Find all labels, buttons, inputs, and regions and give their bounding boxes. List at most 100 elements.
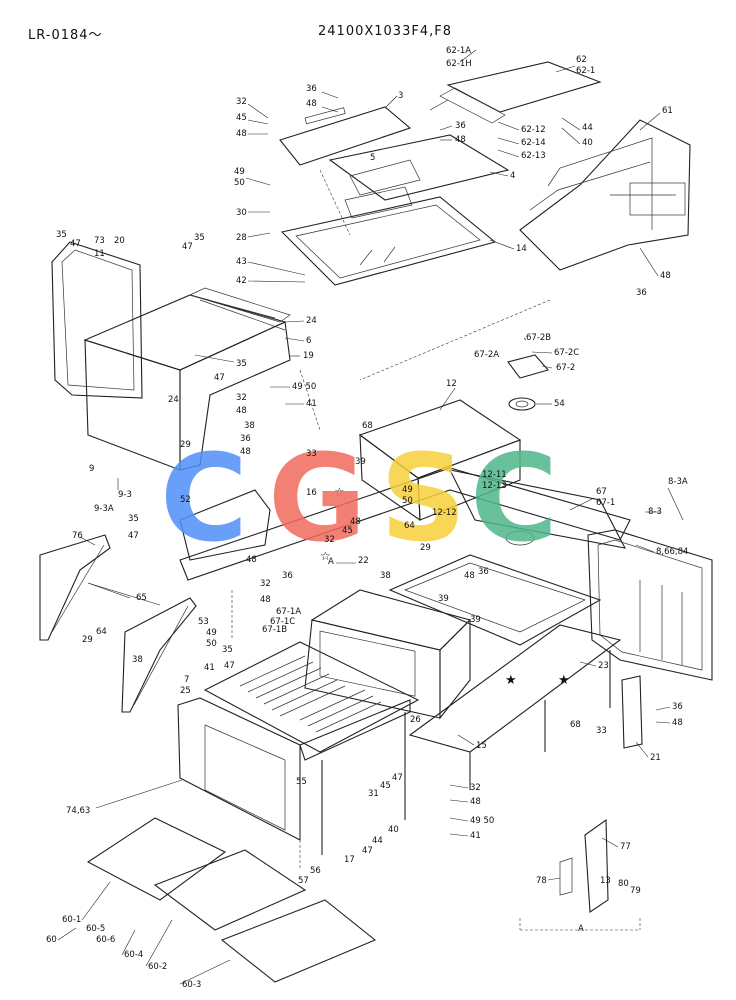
callout: 36 bbox=[636, 288, 647, 298]
callout: 73 bbox=[94, 236, 105, 246]
callout: 39 bbox=[470, 615, 481, 625]
callout: 32 bbox=[260, 579, 271, 589]
svg-text:★: ★ bbox=[505, 673, 517, 688]
callout: 57 bbox=[298, 876, 309, 886]
callout: A bbox=[578, 924, 584, 934]
callout: 33 bbox=[596, 726, 607, 736]
watermark-letter: G bbox=[268, 430, 367, 569]
line-art: ★ ★ ☆ ☆ bbox=[39, 61, 713, 983]
detail-a-bracket bbox=[584, 818, 609, 913]
catalog-number: LR-0184～ bbox=[28, 28, 103, 43]
callout: 12-11 bbox=[482, 470, 507, 480]
callout: 23 bbox=[598, 661, 609, 671]
callout: 25 bbox=[180, 686, 191, 696]
side-panel-73 bbox=[51, 241, 143, 399]
callout: 50 bbox=[402, 496, 413, 506]
callout: 39 bbox=[355, 457, 366, 467]
callout: 60-3 bbox=[182, 980, 201, 990]
callout: 28 bbox=[236, 233, 247, 243]
callout: 48 bbox=[260, 595, 271, 605]
callout: 56 bbox=[310, 866, 321, 876]
callout: 47 bbox=[392, 773, 403, 783]
model-number: 24100X1033F4,F8 bbox=[318, 24, 452, 39]
callout: 60-6 bbox=[96, 935, 115, 945]
frame-15 bbox=[408, 624, 622, 753]
callout: 3 bbox=[398, 91, 403, 101]
callout: 64 bbox=[404, 521, 415, 531]
callout: 49 bbox=[206, 628, 217, 638]
callout: 29 bbox=[82, 635, 93, 645]
callout: 19 bbox=[303, 351, 314, 361]
callout: 62-12 bbox=[521, 125, 546, 135]
callout: 78 bbox=[536, 876, 547, 886]
grate-7 bbox=[203, 641, 420, 753]
callout: 45 bbox=[380, 781, 391, 791]
callout: 41 bbox=[470, 831, 481, 841]
callout: 38 bbox=[380, 571, 391, 581]
callout: 38 bbox=[132, 655, 143, 665]
front-panel-74 bbox=[177, 697, 301, 841]
callout: 53 bbox=[198, 617, 209, 627]
callout: 29 bbox=[420, 543, 431, 553]
callout: 32 bbox=[236, 393, 247, 403]
callout: 62 bbox=[576, 55, 587, 65]
callout: 31 bbox=[368, 789, 379, 799]
callout: 32 bbox=[324, 535, 335, 545]
callout: 49 50 bbox=[470, 816, 494, 826]
callout: 49 50 bbox=[292, 382, 316, 392]
callout: 9-3A bbox=[94, 504, 114, 514]
callout: 67-1B bbox=[262, 625, 287, 635]
callout: 67-2 bbox=[556, 363, 575, 373]
callout: 32 bbox=[236, 97, 247, 107]
callout: 21 bbox=[650, 753, 661, 763]
floor-60-3 bbox=[220, 899, 377, 983]
callout: 60-4 bbox=[124, 950, 143, 960]
callout: 47 bbox=[224, 661, 235, 671]
grille-8 bbox=[587, 529, 713, 681]
callout: 17 bbox=[344, 855, 355, 865]
brace-65 bbox=[121, 597, 197, 713]
callout: 15 bbox=[476, 741, 487, 751]
callout: 62-1A bbox=[446, 46, 471, 56]
callout: A bbox=[328, 557, 334, 567]
callout: 49 bbox=[402, 485, 413, 495]
callout: 26 bbox=[410, 715, 421, 725]
callout: 48 bbox=[240, 447, 251, 457]
floor-60-1 bbox=[86, 817, 227, 901]
callout: 48 bbox=[470, 797, 481, 807]
callout: 67-2B bbox=[526, 333, 551, 343]
callout: 45 bbox=[236, 113, 247, 123]
callout: 52 bbox=[180, 495, 191, 505]
callout: 32 bbox=[470, 783, 481, 793]
callout: 50 bbox=[234, 178, 245, 188]
callout: 44 bbox=[582, 123, 593, 133]
callout: 67-1C bbox=[270, 617, 295, 627]
callout: 39 bbox=[438, 594, 449, 604]
callout: 48 bbox=[464, 571, 475, 581]
callout: 14 bbox=[516, 244, 527, 254]
callout: 9-3 bbox=[118, 490, 132, 500]
callout: 35 bbox=[222, 645, 233, 655]
watermark-letter: S bbox=[380, 430, 466, 569]
plate-52 bbox=[179, 489, 271, 561]
brace-76 bbox=[39, 534, 111, 641]
callouts: 62-1A 62-1H 62 62-1 36 48 3 32 45 48 36 … bbox=[46, 46, 688, 990]
callout: 48 bbox=[350, 517, 361, 527]
callout: 24 bbox=[306, 316, 317, 326]
callout: 8,66,84 bbox=[656, 547, 688, 557]
callout: 67-1A bbox=[276, 607, 301, 617]
callout: 62-13 bbox=[521, 151, 546, 161]
callout: 43 bbox=[236, 257, 247, 267]
watermark-letter: C bbox=[160, 430, 248, 569]
callout: 48 bbox=[672, 718, 683, 728]
callout: 7 bbox=[184, 675, 189, 685]
callout: 67 bbox=[596, 487, 607, 497]
callout: 33 bbox=[306, 449, 317, 459]
callout: 40 bbox=[582, 138, 593, 148]
callout: 62-1 bbox=[576, 66, 595, 76]
callout: 13 bbox=[600, 876, 611, 886]
callout: 48 bbox=[236, 406, 247, 416]
callout: 11 bbox=[94, 249, 105, 259]
callout: 8-3A bbox=[668, 477, 688, 487]
